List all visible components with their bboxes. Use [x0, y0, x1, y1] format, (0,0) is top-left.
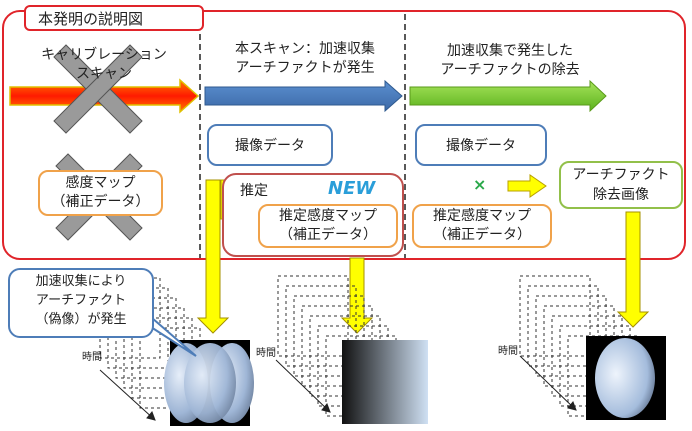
calibration-line-2: スキャン: [76, 66, 132, 82]
clean-image: [586, 336, 666, 420]
callout-line-2: アーチファクト: [35, 293, 127, 308]
estimated-map-2-line-2: （補正データ）: [433, 227, 531, 243]
multiply-arrow: [507, 174, 547, 198]
sensitivity-map-line-2: （補正データ）: [51, 194, 150, 210]
sensitivity-map-box: 感度マップ （補正データ）: [38, 170, 163, 216]
artifact-removal-label: 加速収集で発生した アーチファクトの除去: [410, 42, 610, 80]
calibration-scan-label: キャリブレーション スキャン: [24, 46, 184, 84]
main-scan-label: 本スキャン：加速収集 アーチファクトが発生: [205, 40, 405, 78]
diagram-title: 本発明の説明図: [24, 5, 204, 31]
artifact-removed-line-2: 除去画像: [593, 187, 649, 203]
estimated-map-box-1: 推定感度マップ （補正データ）: [258, 204, 398, 248]
artifact-removed-box: アーチファクト 除去画像: [559, 161, 683, 209]
sensitivity-map-line-1: 感度マップ: [65, 175, 136, 191]
removal-line-2: アーチファクトの除去: [440, 62, 580, 78]
time-label-3: 時間: [498, 346, 518, 357]
callout-text: 加速収集により アーチファクト （偽像）が発生: [8, 272, 154, 329]
explanation-frame: [2, 10, 686, 260]
main-scan-arrow: [204, 79, 403, 113]
main-scan-line-1: 本スキャン：加速収集: [235, 41, 375, 57]
artifact-removed-line-1: アーチファクト: [572, 167, 670, 183]
callout-line-3: （偽像）が発生: [35, 312, 127, 327]
new-badge: NEW: [328, 178, 376, 199]
time-label-2: 時間: [256, 348, 276, 359]
down-arrow-1: [196, 179, 230, 334]
cross-calibration: [53, 44, 143, 134]
callout-bubble: [8, 268, 154, 338]
sensitivity-map-image: [342, 340, 428, 424]
calibration-line-1: キャリブレーション: [41, 47, 167, 63]
removal-arrow: [409, 79, 607, 113]
estimated-map-2-line-1: 推定感度マップ: [433, 208, 531, 224]
estimated-map-1-line-1: 推定感度マップ: [279, 208, 377, 224]
estimate-label: 推定: [240, 183, 268, 199]
estimated-map-box-2: 推定感度マップ （補正データ）: [412, 204, 552, 248]
down-arrow-3: [616, 211, 650, 328]
callout-line-1: 加速収集により: [35, 274, 127, 289]
multiply-sign: ×: [473, 175, 487, 194]
estimated-map-1-line-2: （補正データ）: [279, 227, 377, 243]
imaging-data-box-2: 撮像データ: [415, 124, 547, 166]
time-label-1: 時間: [82, 352, 102, 363]
artifact-image: [164, 340, 254, 426]
time-arrows: [99, 355, 577, 421]
removal-line-1: 加速収集で発生した: [447, 43, 573, 59]
main-scan-line-2: アーチファクトが発生: [235, 60, 375, 76]
imaging-data-box-1: 撮像データ: [207, 124, 333, 166]
